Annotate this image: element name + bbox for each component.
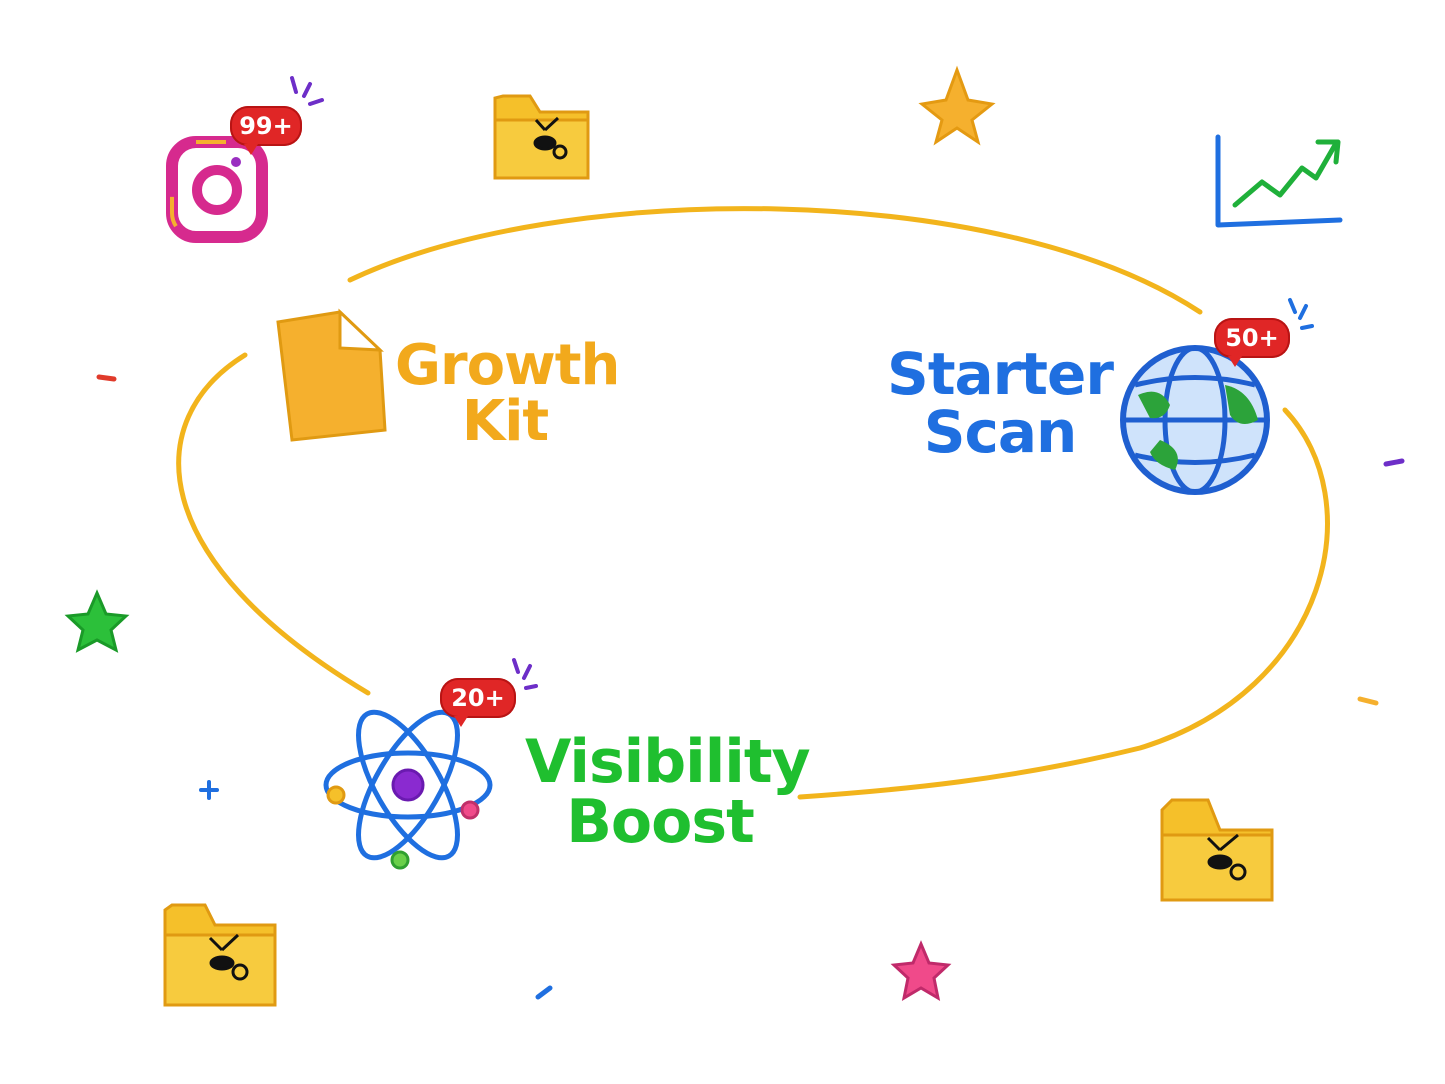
notification-sparks-icon [290, 76, 324, 106]
orbit-path [176, 206, 1330, 800]
growth-kit-label-line-1: Growth [395, 333, 620, 398]
folder-icon [1160, 798, 1274, 902]
folder-icon [163, 903, 277, 1007]
folder-icon [493, 94, 590, 180]
visibility-boost-label-line-1: Visibility [525, 727, 811, 797]
globe-icon [1120, 345, 1270, 495]
document-icon [276, 308, 387, 442]
star-icon [890, 940, 952, 1001]
instagram-icon [166, 136, 268, 243]
visibility-boost-label: Visibility Boost [525, 727, 811, 857]
decorative-marks [96, 374, 1405, 1000]
atom-count-badge: 20+ [440, 678, 516, 727]
globe-count-badge: 50+ [1214, 318, 1290, 367]
star-icon [64, 589, 130, 653]
instagram-count-badge: 99+ [230, 106, 302, 155]
growth-kit-label-line-2: Kit [461, 389, 549, 454]
starter-scan-label-line-2: Scan [923, 398, 1078, 466]
chart-up-icon [1215, 134, 1343, 228]
notification-sparks-icon [1288, 298, 1314, 330]
visibility-boost-label-line-2: Boost [566, 787, 755, 857]
starter-scan-label-line-1: Starter [887, 340, 1114, 408]
starter-scan-label: Starter Scan [885, 345, 1115, 461]
notification-sparks-icon [512, 658, 538, 690]
growth-kit-label: Growth Kit [395, 333, 620, 454]
atom-icon [323, 709, 493, 870]
star-icon [918, 65, 996, 146]
